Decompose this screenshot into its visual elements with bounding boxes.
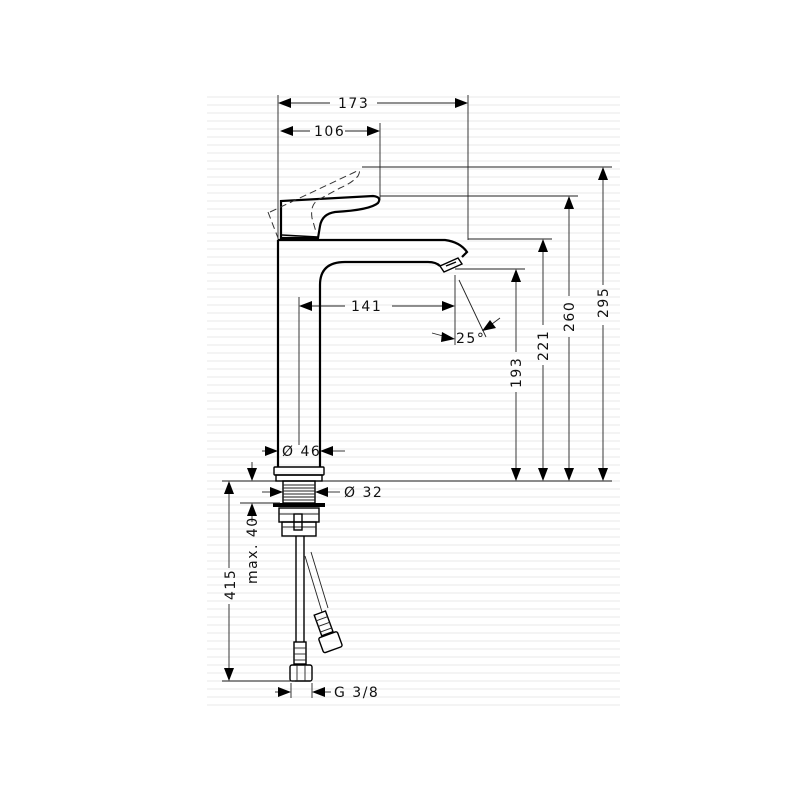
dim-label-g-3-8: G 3/8 xyxy=(334,685,379,701)
dim-label-106: 106 xyxy=(314,124,345,140)
dim-label-295: 295 xyxy=(596,287,612,318)
dim-label-diameter-32: Ø 32 xyxy=(344,485,383,501)
dim-label-25-degrees: 25° xyxy=(456,331,485,347)
dimension-415: 415 xyxy=(222,481,295,682)
dimension-260: 260 xyxy=(562,196,578,481)
dimension-diameter-46: Ø 46 xyxy=(262,444,345,460)
dim-label-221: 221 xyxy=(536,330,552,361)
dimension-max-40: max. 40 xyxy=(240,462,280,584)
dimension-173: 173 xyxy=(277,95,469,240)
faucet-handle xyxy=(279,194,381,240)
faucet-handle-open-position xyxy=(267,170,360,239)
dim-label-260: 260 xyxy=(562,301,578,332)
dim-label-415: 415 xyxy=(223,569,239,600)
drawing-background xyxy=(207,90,620,706)
dimension-295: 295 xyxy=(596,167,612,481)
dimension-141: 141 xyxy=(298,275,456,445)
dimension-221: 221 xyxy=(536,239,552,481)
faucet-body xyxy=(273,238,469,482)
height-extension-lines xyxy=(222,166,612,482)
dim-label-173: 173 xyxy=(338,96,369,112)
dim-label-max-40: max. 40 xyxy=(245,516,261,584)
dimension-g-3-8: G 3/8 xyxy=(275,683,379,701)
dimension-106: 106 xyxy=(280,123,381,200)
dimension-193: 193 xyxy=(509,269,525,481)
dimension-diameter-32: Ø 32 xyxy=(262,485,383,501)
dim-label-diameter-46: Ø 46 xyxy=(282,444,321,460)
dim-label-193: 193 xyxy=(509,357,525,388)
dimension-angle-25: 25° xyxy=(431,279,501,347)
threaded-shank xyxy=(273,480,325,537)
dim-label-141: 141 xyxy=(351,299,382,315)
supply-hoses xyxy=(289,536,343,682)
